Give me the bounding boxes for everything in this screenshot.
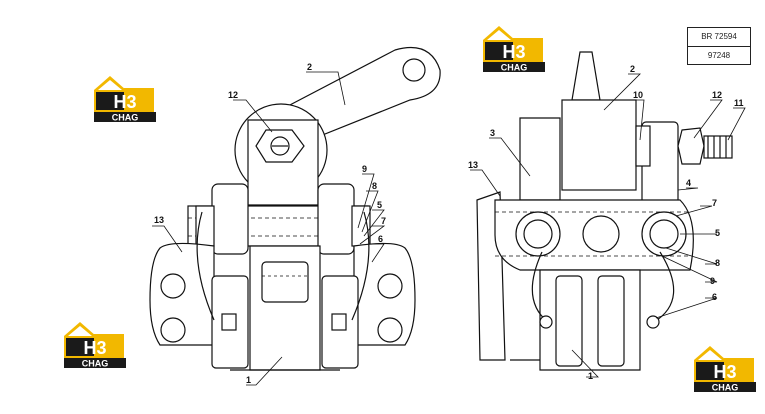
callout-left-2: 2 <box>307 62 312 72</box>
callout-left-8: 8 <box>372 181 377 191</box>
svg-text:CHAG: CHAG <box>82 359 109 369</box>
callout-right-4: 4 <box>686 178 691 188</box>
svg-text:H3: H3 <box>83 338 106 358</box>
callout-right-5: 5 <box>715 228 720 238</box>
callout-left-9: 9 <box>362 164 367 174</box>
logo-bottom-right: H3 CHAG <box>694 346 756 393</box>
reference-line1: BR 72594 <box>688 28 750 47</box>
callout-left-13: 13 <box>154 215 164 225</box>
callout-right-3: 3 <box>490 128 495 138</box>
callout-right-8: 8 <box>715 258 720 268</box>
svg-text:H3: H3 <box>502 42 525 62</box>
logo-top-center: H3 CHAG <box>483 26 545 73</box>
callout-right-11: 11 <box>734 98 744 108</box>
callout-right-9: 9 <box>710 276 715 286</box>
right-callout-lines <box>470 73 746 378</box>
callout-right-6: 6 <box>712 292 717 302</box>
callout-left-12: 12 <box>228 90 238 100</box>
callout-right-7: 7 <box>712 198 717 208</box>
callout-left-5: 5 <box>377 200 382 210</box>
callout-left-6: 6 <box>378 234 383 244</box>
left-callout-labels: 2 12 9 8 5 7 6 13 1 <box>154 62 386 385</box>
reference-line2: 97248 <box>707 51 731 60</box>
callout-right-2: 2 <box>630 64 635 74</box>
svg-text:H3: H3 <box>713 362 736 382</box>
left-view <box>149 46 441 371</box>
callout-right-10: 10 <box>633 90 643 100</box>
logo-top-left: H3 CHAG <box>94 76 156 123</box>
svg-text:CHAG: CHAG <box>501 63 528 73</box>
right-dashed-lines <box>495 211 690 257</box>
left-callout-lines <box>152 71 386 386</box>
logo-bottom-left: H3 CHAG <box>64 322 126 369</box>
callout-left-7: 7 <box>381 216 386 226</box>
logo-letters: H3 <box>113 92 136 112</box>
right-callout-labels: 2 10 12 11 3 13 4 7 5 8 9 6 1 <box>468 64 744 381</box>
svg-text:CHAG: CHAG <box>712 383 739 393</box>
callout-right-12: 12 <box>712 90 722 100</box>
callout-right-1: 1 <box>588 371 593 381</box>
callout-left-1: 1 <box>246 375 251 385</box>
reference-box: BR 72594 97248 <box>687 27 751 65</box>
callout-right-13: 13 <box>468 160 478 170</box>
logo-text: CHAG <box>112 113 139 123</box>
